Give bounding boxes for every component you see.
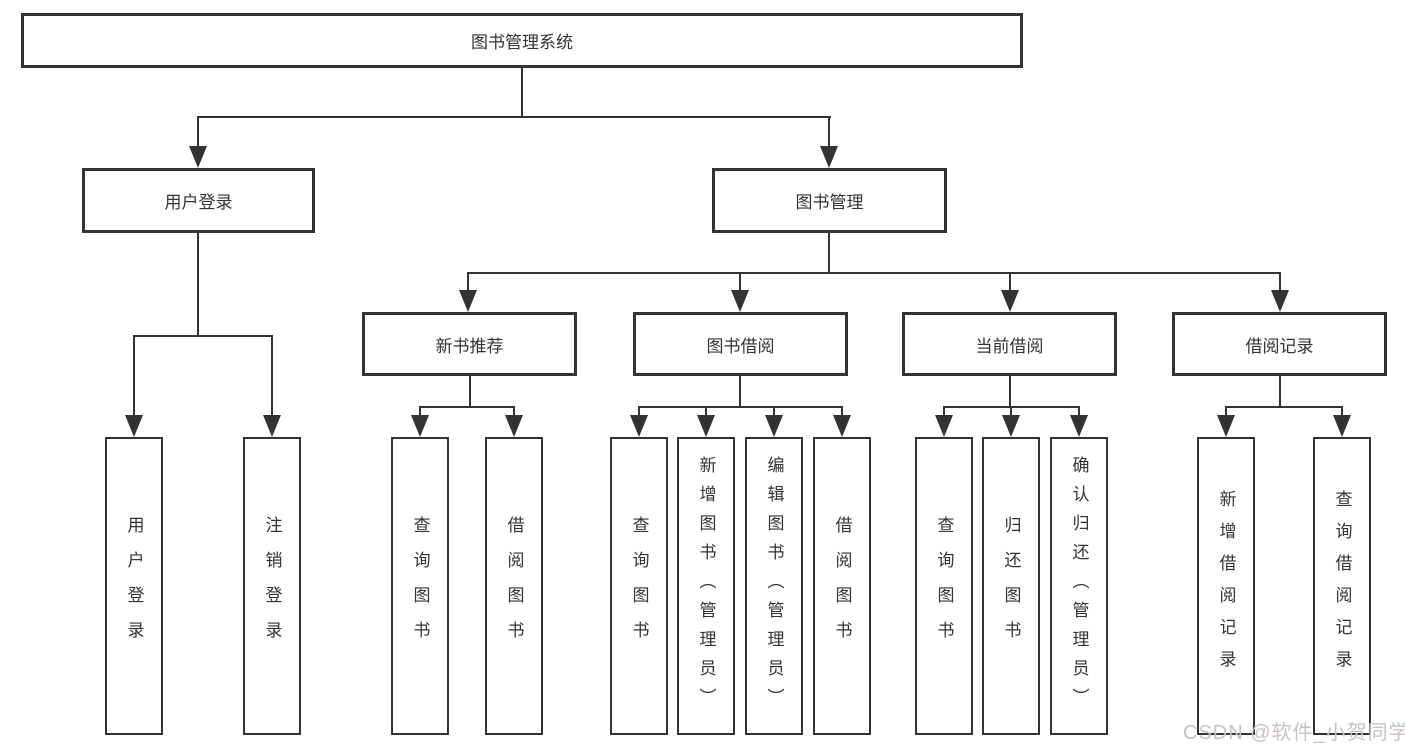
node-current-borrow: 当前借阅	[902, 312, 1117, 376]
node-new-book-recommend-label: 新书推荐	[435, 336, 504, 356]
arrowhead-down-icon	[1001, 290, 1019, 312]
edge-bookborrow-drop-2	[705, 406, 707, 417]
edge-borrowrecords-drop-1	[1225, 406, 1227, 417]
edge-bookmgmt-drop-3	[1009, 272, 1011, 292]
leaf-logout-label: 注销登录	[262, 516, 282, 656]
edge-bookborrow-hbar	[638, 406, 843, 408]
leaf-borrowrecords-add-label: 新增借阅记录	[1216, 490, 1236, 682]
arrowhead-down-icon	[765, 415, 783, 437]
leaf-currentborrow-confirm-admin-label: 确认归还（管理员）	[1069, 455, 1089, 717]
leaf-newbook-borrow-label: 借阅图书	[504, 516, 524, 656]
arrowhead-down-icon	[1333, 415, 1351, 437]
node-book-management: 图书管理	[712, 168, 947, 233]
node-user-login: 用户登录	[82, 168, 315, 233]
edge-bookborrow-drop-3	[773, 406, 775, 417]
leaf-bookborrow-edit-admin-label: 编辑图书（管理员）	[764, 455, 784, 717]
edge-newbook-drop-2	[513, 406, 515, 417]
leaf-borrowrecords-add: 新增借阅记录	[1197, 437, 1255, 735]
edge-root-stub	[521, 68, 523, 116]
edge-newbook-drop-1	[419, 406, 421, 417]
csdn-watermark: CSDN @软件_小贺同学	[1183, 722, 1405, 744]
edge-bookborrow-drop-1	[638, 406, 640, 417]
edge-currentborrow-stub	[1009, 376, 1011, 407]
arrowhead-down-icon	[1271, 290, 1289, 312]
edge-bookmgmt-drop-1	[467, 272, 469, 292]
edge-newbook-hbar	[419, 406, 515, 408]
node-book-borrow-label: 图书借阅	[706, 336, 775, 356]
leaf-user-login: 用户登录	[105, 437, 163, 735]
arrowhead-down-icon	[820, 146, 838, 168]
arrowhead-down-icon	[505, 415, 523, 437]
leaf-bookborrow-add-admin: 新增图书（管理员）	[677, 437, 735, 735]
leaf-bookborrow-borrow: 借阅图书	[813, 437, 871, 735]
leaf-currentborrow-return-label: 归还图书	[1001, 516, 1021, 656]
edge-root-drop-left	[197, 116, 199, 148]
arrowhead-down-icon	[263, 415, 281, 437]
edge-borrowrecords-hbar	[1225, 406, 1343, 408]
node-root-label: 图书管理系统	[471, 33, 573, 52]
leaf-logout: 注销登录	[243, 437, 301, 735]
node-root: 图书管理系统	[21, 13, 1023, 68]
node-user-login-label: 用户登录	[164, 193, 233, 212]
node-book-borrow: 图书借阅	[633, 312, 848, 376]
edge-borrowrecords-stub	[1279, 376, 1281, 407]
edge-newbook-stub	[469, 376, 471, 407]
leaf-newbook-borrow: 借阅图书	[485, 437, 543, 735]
edge-bookborrow-drop-4	[841, 406, 843, 417]
arrowhead-down-icon	[731, 290, 749, 312]
arrowhead-down-icon	[459, 290, 477, 312]
arrowhead-down-icon	[411, 415, 429, 437]
edge-userlogin-stub	[197, 233, 199, 335]
edge-bookborrow-stub	[739, 376, 741, 407]
arrowhead-down-icon	[1217, 415, 1235, 437]
arrowhead-down-icon	[1070, 415, 1088, 437]
leaf-currentborrow-confirm-admin: 确认归还（管理员）	[1050, 437, 1108, 735]
node-new-book-recommend: 新书推荐	[362, 312, 577, 376]
leaf-bookborrow-query: 查询图书	[610, 437, 668, 735]
leaf-bookborrow-edit-admin: 编辑图书（管理员）	[745, 437, 803, 735]
leaf-newbook-query-label: 查询图书	[410, 516, 430, 656]
node-book-management-label: 图书管理	[795, 193, 864, 212]
leaf-borrowrecords-query-label: 查询借阅记录	[1332, 490, 1352, 682]
leaf-currentborrow-query-label: 查询图书	[934, 516, 954, 656]
leaf-bookborrow-borrow-label: 借阅图书	[832, 516, 852, 656]
arrowhead-down-icon	[935, 415, 953, 437]
arrowhead-down-icon	[125, 415, 143, 437]
edge-userlogin-drop-1	[133, 335, 135, 417]
edge-root-drop-right	[828, 116, 830, 148]
leaf-borrowrecords-query: 查询借阅记录	[1313, 437, 1371, 735]
edge-bookmgmt-stub	[828, 233, 830, 272]
leaf-bookborrow-query-label: 查询图书	[629, 516, 649, 656]
arrowhead-down-icon	[697, 415, 715, 437]
edge-userlogin-hbar	[133, 335, 273, 337]
edge-userlogin-drop-2	[271, 335, 273, 417]
leaf-user-login-label: 用户登录	[124, 516, 144, 656]
node-current-borrow-label: 当前借阅	[975, 336, 1044, 356]
leaf-currentborrow-return: 归还图书	[982, 437, 1040, 735]
arrowhead-down-icon	[1002, 415, 1020, 437]
edge-currentborrow-drop-1	[943, 406, 945, 417]
leaf-bookborrow-add-admin-label: 新增图书（管理员）	[696, 455, 716, 717]
edge-borrowrecords-drop-2	[1341, 406, 1343, 417]
arrowhead-down-icon	[630, 415, 648, 437]
edge-currentborrow-drop-2	[1010, 406, 1012, 417]
edge-bookmgmt-hbar	[467, 272, 1281, 274]
arrowhead-down-icon	[189, 146, 207, 168]
node-borrow-records-label: 借阅记录	[1245, 336, 1314, 356]
leaf-currentborrow-query: 查询图书	[915, 437, 973, 735]
edge-root-hbar	[197, 116, 831, 118]
edge-bookmgmt-drop-2	[739, 272, 741, 292]
edge-bookmgmt-drop-4	[1279, 272, 1281, 292]
edge-currentborrow-drop-3	[1078, 406, 1080, 417]
leaf-newbook-query: 查询图书	[391, 437, 449, 735]
node-borrow-records: 借阅记录	[1172, 312, 1387, 376]
arrowhead-down-icon	[833, 415, 851, 437]
